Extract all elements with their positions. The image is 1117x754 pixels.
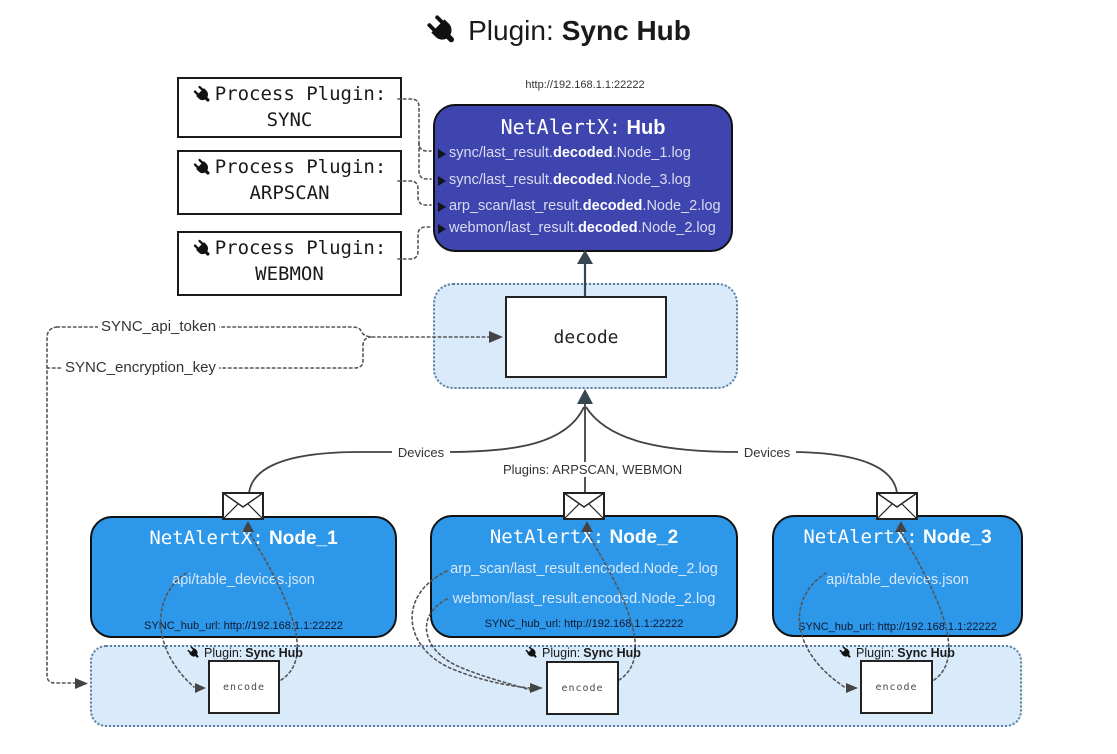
title-name: Sync Hub: [561, 15, 691, 46]
process-plugin-label: Process Plugin:: [214, 237, 387, 259]
process-plugin-box-arpscan: Process Plugin: ARPSCAN: [177, 150, 402, 215]
node-hub-url: SYNC_hub_url: http://192.168.1.1:22222: [798, 621, 997, 633]
node-box-node2: NetAlertX: Node_2 arp_scan/last_result.e…: [430, 515, 738, 638]
edge-sync-to-hub: [397, 98, 432, 152]
node-file: api/table_devices.json: [826, 572, 969, 588]
decode-box: decode: [505, 296, 667, 378]
arrowhead-icon: [438, 223, 446, 234]
plug-icon: [839, 646, 851, 658]
plug-icon: [427, 15, 455, 43]
arrowhead-icon: [438, 175, 446, 186]
node-title-name: Node_1: [269, 528, 338, 549]
page-title: Plugin: Sync Hub: [0, 14, 1117, 48]
plug-icon: [193, 85, 210, 102]
encode-box: encode: [208, 660, 280, 714]
node-file: webmon/last_result.encoded.Node_2.log: [452, 591, 716, 607]
node-hub-url: SYNC_hub_url: http://192.168.1.1:22222: [484, 618, 684, 630]
envelope-icon: [222, 492, 264, 520]
process-plugin-name: WEBMON: [255, 262, 324, 285]
arrowhead-icon: [438, 148, 446, 159]
process-plugin-box-webmon: Process Plugin: WEBMON: [177, 231, 402, 296]
encode-box: encode: [546, 661, 619, 715]
edge-settings-to-bar: [46, 326, 76, 684]
process-plugin-label: Process Plugin:: [214, 83, 387, 105]
envelope-icon: [563, 492, 605, 520]
bar-plugin-label: Plugin:Sync Hub: [184, 646, 306, 660]
hub-box: NetAlertX: Hub sync/last_result.decoded.…: [433, 104, 733, 252]
node-title-label: NetAlertX:: [803, 526, 918, 548]
node-title-label: NetAlertX:: [489, 526, 605, 548]
title-label: Plugin:: [468, 15, 554, 46]
sync-api-token-label: SYNC_api_token: [98, 319, 220, 335]
arrowhead-icon: [438, 201, 446, 212]
process-plugin-name: ARPSCAN: [249, 181, 330, 204]
node-box-node3: NetAlertX: Node_3 api/table_devices.json…: [772, 515, 1023, 637]
hub-log-row: webmon/last_result.decoded.Node_2.log: [438, 221, 716, 236]
hub-url-label: http://192.168.1.1:22222: [525, 79, 645, 91]
node-hub-url: SYNC_hub_url: http://192.168.1.1:22222: [144, 620, 343, 632]
hub-log-row: arp_scan/last_result.decoded.Node_2.log: [438, 199, 721, 214]
node-title-name: Node_2: [609, 527, 679, 548]
process-plugin-name: SYNC: [266, 108, 313, 131]
plug-icon: [187, 646, 199, 658]
hub-title-label: NetAlertX:: [500, 115, 621, 139]
hub-log-row: sync/last_result.decoded.Node_1.log: [438, 146, 691, 161]
encode-box: encode: [860, 660, 933, 714]
node-title-name: Node_3: [923, 527, 992, 548]
plug-icon: [193, 239, 210, 256]
node-file: arp_scan/last_result.encoded.Node_2.log: [450, 561, 718, 577]
process-plugin-label: Process Plugin:: [214, 156, 387, 178]
hub-title-name: Hub: [626, 117, 666, 139]
node-title-label: NetAlertX:: [149, 527, 264, 549]
edge-arpscan-to-hub: [397, 180, 432, 206]
bar-plugin-label: Plugin:Sync Hub: [836, 646, 958, 660]
process-plugin-box-sync: Process Plugin: SYNC: [177, 77, 402, 138]
sync-encryption-key-label: SYNC_encryption_key: [62, 360, 219, 376]
bar-plugin-label: Plugin:Sync Hub: [522, 646, 644, 660]
devices-edge-label-left: Devices: [392, 445, 450, 460]
envelope-icon: [876, 492, 918, 520]
node-box-node1: NetAlertX: Node_1 api/table_devices.json…: [90, 516, 397, 638]
edge-sync-to-hub-2: [418, 142, 432, 180]
plugins-edge-label: Plugins: ARPSCAN, WEBMON: [500, 462, 682, 477]
hub-log-row: sync/last_result.decoded.Node_3.log: [438, 173, 691, 188]
devices-edge-label-right: Devices: [738, 445, 796, 460]
node-file: api/table_devices.json: [172, 572, 315, 588]
edge-webmon-to-hub: [397, 226, 432, 260]
plug-icon: [193, 158, 210, 175]
plug-icon: [525, 646, 537, 658]
